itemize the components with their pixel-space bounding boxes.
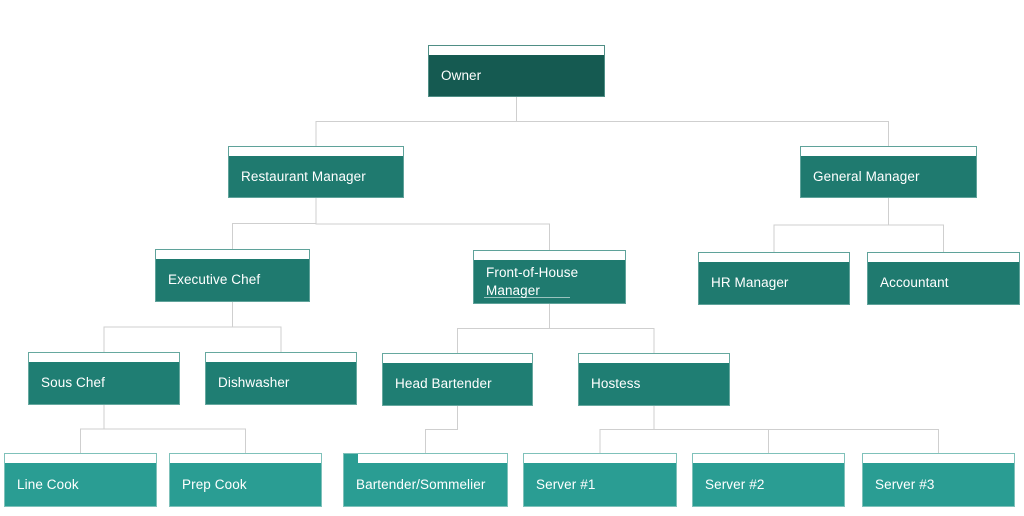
org-node-header-strip [383, 354, 532, 363]
org-node-label: Line Cook [17, 476, 79, 492]
org-node-body: Sous Chef [29, 362, 179, 404]
connector-general-manager-to-hr-manager [773, 198, 889, 252]
connector-hostess-to-server-2 [653, 406, 769, 453]
connector-hostess-to-server-3 [653, 406, 939, 453]
connector-foh-manager-to-head-bartender [457, 304, 550, 353]
org-node-header-strip [206, 353, 356, 362]
org-node-restaurant-manager[interactable]: Restaurant Manager [228, 146, 404, 198]
connector-owner-to-general-manager [516, 97, 889, 146]
org-node-header-strip [868, 253, 1019, 262]
org-node-header-strip [474, 251, 625, 260]
org-node-body: Hostess [579, 363, 729, 405]
org-node-label: Owner [441, 67, 482, 83]
org-node-owner[interactable]: Owner [428, 45, 605, 97]
org-node-body: Dishwasher [206, 362, 356, 404]
org-node-foh-manager[interactable]: Front-of-House Manager [473, 250, 626, 304]
org-node-body: Server #1 [524, 463, 676, 506]
text-edit-underline [484, 297, 570, 298]
org-node-body: Head Bartender [383, 363, 532, 405]
org-node-body: Front-of-House Manager [474, 260, 625, 303]
connector-restaurant-manager-to-foh-manager [315, 198, 550, 250]
org-node-bartender-sommelier[interactable]: Bartender/Sommelier [343, 453, 508, 507]
org-node-header-strip [5, 454, 156, 463]
org-node-body: Restaurant Manager [229, 156, 403, 197]
org-node-body: Prep Cook [170, 463, 321, 506]
org-node-header-strip [863, 454, 1014, 463]
org-node-general-manager[interactable]: General Manager [800, 146, 977, 198]
org-node-header-strip [429, 46, 604, 55]
org-node-header-strip [579, 354, 729, 363]
org-node-label: Prep Cook [182, 476, 247, 492]
org-node-server-3[interactable]: Server #3 [862, 453, 1015, 507]
org-node-label: Executive Chef [168, 272, 261, 287]
org-node-body: General Manager [801, 156, 976, 197]
connector-general-manager-to-accountant [888, 198, 944, 252]
org-node-body: Executive Chef [156, 259, 309, 301]
org-node-body: Server #2 [693, 463, 844, 506]
connector-sous-chef-to-prep-cook [103, 405, 246, 453]
org-node-header-strip [229, 147, 403, 156]
connector-executive-chef-to-sous-chef [103, 302, 233, 352]
org-node-header-strip [29, 353, 179, 362]
org-node-label: Head Bartender [395, 376, 492, 391]
connector-sous-chef-to-line-cook [80, 405, 105, 453]
org-node-line-cook[interactable]: Line Cook [4, 453, 157, 507]
connector-restaurant-manager-to-executive-chef [232, 198, 317, 249]
org-node-label: Restaurant Manager [241, 168, 366, 184]
org-node-header-strip [170, 454, 321, 463]
connector-foh-manager-to-hostess [549, 304, 655, 353]
connector-owner-to-restaurant-manager [315, 97, 517, 146]
org-node-body: Line Cook [5, 463, 156, 506]
org-node-body: Server #3 [863, 463, 1014, 506]
org-node-accountant[interactable]: Accountant [867, 252, 1020, 305]
org-node-body: Accountant [868, 262, 1019, 304]
org-node-label: Server #2 [705, 476, 765, 492]
org-node-label: Accountant [880, 275, 949, 290]
org-node-server-1[interactable]: Server #1 [523, 453, 677, 507]
org-node-label: Server #3 [875, 476, 935, 492]
org-node-prep-cook[interactable]: Prep Cook [169, 453, 322, 507]
org-node-label: Hostess [591, 376, 641, 391]
node-strip-accent [344, 454, 358, 463]
org-node-header-strip [801, 147, 976, 156]
org-node-label: Sous Chef [41, 375, 105, 390]
org-node-label: Dishwasher [218, 375, 290, 390]
org-node-label: HR Manager [711, 275, 789, 290]
connector-head-bartender-to-bartender-sommelier [425, 406, 458, 453]
org-node-label: Front-of-House Manager [486, 264, 579, 298]
org-node-hostess[interactable]: Hostess [578, 353, 730, 406]
org-node-header-strip [344, 454, 507, 463]
org-node-body: Owner [429, 55, 604, 96]
org-node-sous-chef[interactable]: Sous Chef [28, 352, 180, 405]
org-node-executive-chef[interactable]: Executive Chef [155, 249, 310, 302]
org-node-header-strip [699, 253, 849, 262]
org-node-dishwasher[interactable]: Dishwasher [205, 352, 357, 405]
org-node-header-strip [524, 454, 676, 463]
org-node-body: HR Manager [699, 262, 849, 304]
org-node-label: Server #1 [536, 476, 596, 492]
org-node-header-strip [156, 250, 309, 259]
org-node-hr-manager[interactable]: HR Manager [698, 252, 850, 305]
org-node-label: General Manager [813, 168, 920, 184]
connector-executive-chef-to-dishwasher [232, 302, 282, 352]
org-node-head-bartender[interactable]: Head Bartender [382, 353, 533, 406]
connector-hostess-to-server-1 [599, 406, 655, 453]
org-node-label: Bartender/Sommelier [356, 476, 486, 492]
org-node-server-2[interactable]: Server #2 [692, 453, 845, 507]
org-node-body: Bartender/Sommelier [344, 463, 507, 506]
org-node-header-strip [693, 454, 844, 463]
